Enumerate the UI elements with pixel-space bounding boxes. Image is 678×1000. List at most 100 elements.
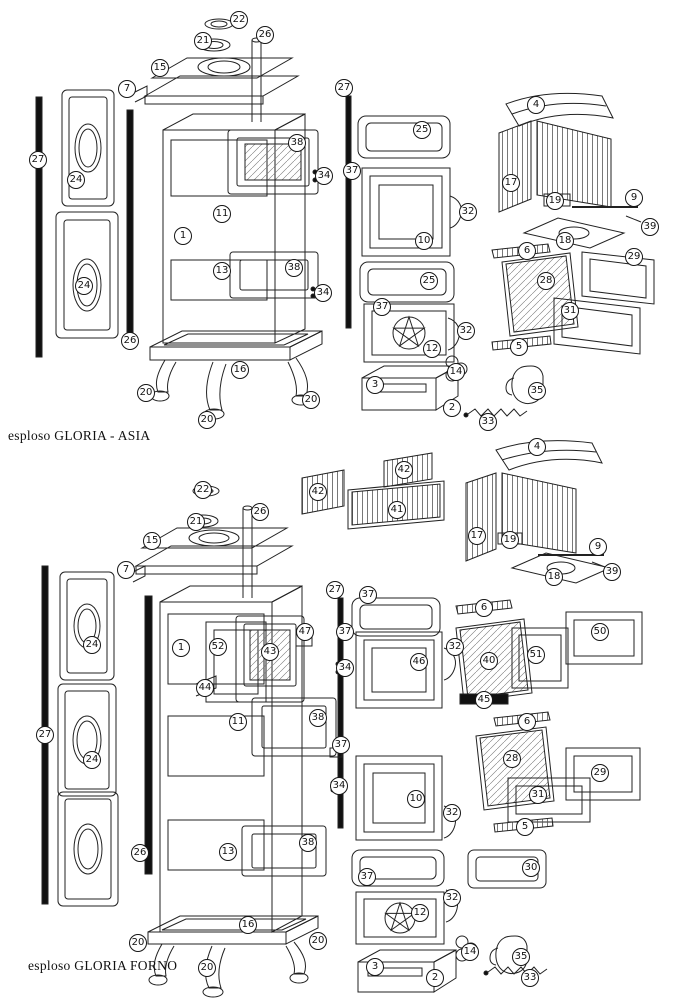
callout-26: 26 — [256, 26, 274, 44]
callout-37: 37 — [358, 868, 376, 886]
protective-glove — [489, 935, 528, 975]
callout-9: 9 — [625, 189, 643, 207]
callout-20: 20 — [137, 384, 155, 402]
lower-door — [241, 825, 327, 877]
callout-35: 35 — [528, 382, 546, 400]
callout-15: 15 — [143, 532, 161, 550]
callout-27: 27 — [36, 726, 54, 744]
callout-42: 42 — [309, 483, 327, 501]
side-ceramic-panels — [55, 89, 119, 339]
callout-31: 31 — [529, 786, 547, 804]
callout-37: 37 — [336, 623, 354, 641]
callout-38: 38 — [288, 134, 306, 152]
callout-9: 9 — [589, 538, 607, 556]
callout-24: 24 — [83, 751, 101, 769]
callout-24: 24 — [67, 171, 85, 189]
callout-25: 25 — [413, 121, 431, 139]
callout-47: 47 — [296, 623, 314, 641]
callout-43: 43 — [261, 643, 279, 661]
callout-26: 26 — [131, 844, 149, 862]
caption-gloria-asia: esploso GLORIA - ASIA — [8, 428, 151, 443]
callout-6: 6 — [518, 242, 536, 260]
callout-20: 20 — [198, 959, 216, 977]
callout-52: 52 — [209, 638, 227, 656]
callout-34: 34 — [330, 777, 348, 795]
callout-34: 34 — [314, 284, 332, 302]
frame-panels-column — [351, 597, 456, 887]
callout-37: 37 — [359, 586, 377, 604]
callout-5: 5 — [510, 338, 528, 356]
callout-24: 24 — [75, 277, 93, 295]
callout-28: 28 — [537, 272, 555, 290]
callout-17: 17 — [468, 527, 486, 545]
callout-33: 33 — [521, 969, 539, 987]
callout-6: 6 — [518, 713, 536, 731]
callout-32: 32 — [443, 804, 461, 822]
top-plate — [134, 57, 300, 105]
callout-18: 18 — [545, 568, 563, 586]
callout-3: 3 — [366, 376, 384, 394]
callout-4: 4 — [528, 438, 546, 456]
callout-30: 30 — [522, 859, 540, 877]
callout-11: 11 — [229, 713, 247, 731]
callout-3: 3 — [366, 958, 384, 976]
callout-32: 32 — [446, 638, 464, 656]
callout-34: 34 — [315, 167, 333, 185]
callout-38: 38 — [285, 259, 303, 277]
callout-29: 29 — [591, 764, 609, 782]
protective-glove — [505, 365, 544, 405]
callout-37: 37 — [373, 298, 391, 316]
callout-1: 1 — [172, 639, 190, 657]
callout-13: 13 — [219, 843, 237, 861]
callout-27: 27 — [29, 151, 47, 169]
callout-15: 15 — [151, 59, 169, 77]
callout-40: 40 — [480, 652, 498, 670]
callout-33: 33 — [479, 413, 497, 431]
callout-13: 13 — [213, 262, 231, 280]
callout-28: 28 — [503, 750, 521, 768]
callout-18: 18 — [556, 232, 574, 250]
callout-5: 5 — [516, 818, 534, 836]
callout-12: 12 — [423, 340, 441, 358]
callout-22: 22 — [194, 481, 212, 499]
callout-20: 20 — [129, 934, 147, 952]
callout-38: 38 — [309, 709, 327, 727]
callout-4: 4 — [527, 96, 545, 114]
callout-41: 41 — [388, 501, 406, 519]
callout-34: 34 — [336, 659, 354, 677]
callout-16: 16 — [239, 916, 257, 934]
callout-20: 20 — [198, 411, 216, 429]
callout-25: 25 — [420, 272, 438, 290]
callout-16: 16 — [231, 361, 249, 379]
callout-39: 39 — [603, 563, 621, 581]
callout-44: 44 — [196, 679, 214, 697]
callout-2: 2 — [443, 399, 461, 417]
spring-handle — [463, 408, 528, 418]
callout-38: 38 — [299, 834, 317, 852]
hood-deflector — [495, 440, 603, 471]
callout-6: 6 — [475, 599, 493, 617]
callout-7: 7 — [117, 561, 135, 579]
callout-45: 45 — [475, 691, 493, 709]
callout-29: 29 — [625, 248, 643, 266]
top-plate — [132, 527, 294, 583]
callout-1: 1 — [174, 227, 192, 245]
callout-17: 17 — [502, 174, 520, 192]
callout-2: 2 — [426, 969, 444, 987]
callout-46: 46 — [410, 653, 428, 671]
callout-39: 39 — [641, 218, 659, 236]
callout-22: 22 — [230, 11, 248, 29]
base-and-legs — [149, 330, 323, 420]
callout-42: 42 — [395, 461, 413, 479]
callout-35: 35 — [512, 948, 530, 966]
callout-32: 32 — [443, 889, 461, 907]
callout-27: 27 — [326, 581, 344, 599]
callout-20: 20 — [309, 932, 327, 950]
callout-7: 7 — [118, 80, 136, 98]
callout-14: 14 — [461, 943, 479, 961]
callout-37: 37 — [332, 736, 350, 754]
callout-10: 10 — [407, 790, 425, 808]
